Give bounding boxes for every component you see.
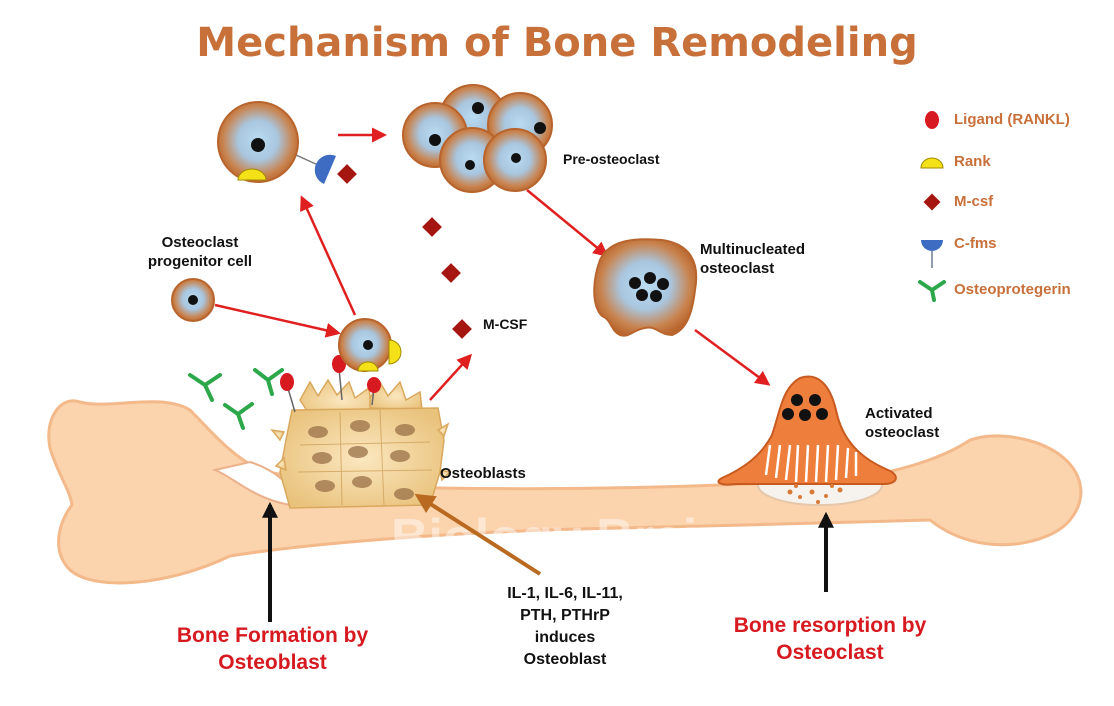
- legend-item-osteoprotegerin: Osteoprotegerin: [916, 278, 1114, 302]
- bone-formation-line1: Bone Formation by: [160, 622, 385, 649]
- mcsf-label: M-CSF: [483, 315, 527, 334]
- ligand-icon: [916, 108, 948, 132]
- osteoblast-cluster: [272, 380, 450, 508]
- cfms-icon: [916, 232, 948, 268]
- legend-label-mcsf: M-csf: [954, 193, 993, 210]
- multinucleated-label-line2: osteoclast: [700, 259, 805, 278]
- arrow-progenitor-to-cell: [215, 305, 338, 333]
- legend-label-cfms: C-fms: [954, 235, 997, 252]
- pre-osteoclast-label: Pre-osteoclast: [563, 150, 659, 169]
- rank-bearing-cell: [339, 319, 401, 371]
- legend-label-rank: Rank: [954, 153, 991, 170]
- bone-resorption-line2: Osteoclast: [705, 639, 955, 666]
- multinucleated-label: Multinucleated osteoclast: [700, 240, 805, 278]
- mcsf-icon: [916, 190, 948, 214]
- osteoblasts-label: Osteoblasts: [440, 464, 526, 483]
- top-osteoclast-precursor: [218, 102, 336, 184]
- bone-resorption-line1: Bone resorption by: [705, 612, 955, 639]
- pre-osteoclast-cluster: [403, 85, 552, 192]
- watermark: Biology Brain: [391, 509, 729, 567]
- multinucleated-osteoclast: [594, 239, 696, 335]
- legend-item-rank: Rank: [916, 150, 1114, 174]
- activated-label-line1: Activated: [865, 404, 939, 423]
- legend-label-osteoprotegerin: Osteoprotegerin: [954, 281, 1071, 298]
- arrow-cell-to-top-cell: [302, 198, 355, 315]
- legend-label-ligand: Ligand (RANKL): [954, 111, 1070, 128]
- progenitor-cell: [172, 279, 214, 321]
- osteoprotegerin-icon: [916, 278, 948, 302]
- rank-icon: [916, 150, 948, 174]
- legend-item-mcsf: M-csf: [916, 190, 1114, 214]
- interleukin-label: IL-1, IL-6, IL-11, PTH, PTHrP induces Os…: [490, 583, 640, 671]
- legend-item-ligand: Ligand (RANKL): [916, 108, 1114, 132]
- interleukin-line1: IL-1, IL-6, IL-11,: [490, 583, 640, 605]
- activated-label: Activated osteoclast: [865, 404, 939, 442]
- osteoprotegerin-molecules: [190, 370, 282, 428]
- interleukin-line2: PTH, PTHrP: [490, 605, 640, 627]
- activated-label-line2: osteoclast: [865, 423, 939, 442]
- arrow-multinucleated-to-activated: [695, 330, 768, 384]
- bone-formation-line2: Osteoblast: [160, 649, 385, 676]
- bone-formation-label: Bone Formation by Osteoblast: [160, 622, 385, 676]
- interleukin-line4: Osteoblast: [490, 649, 640, 671]
- progenitor-label-line1: Osteoclast: [125, 233, 275, 252]
- interleukin-line3: induces: [490, 627, 640, 649]
- progenitor-label: Osteoclast progenitor cell: [125, 233, 275, 271]
- multinucleated-label-line1: Multinucleated: [700, 240, 805, 259]
- mcsf-molecules: [337, 164, 472, 339]
- page-title: Mechanism of Bone Remodeling: [0, 20, 1114, 66]
- arrow-preosteoclast-to-multinucleated: [527, 190, 606, 255]
- bone-resorption-label: Bone resorption by Osteoclast: [705, 612, 955, 666]
- arrow-osteoblast-to-mcsf: [430, 356, 470, 400]
- legend-item-cfms: C-fms: [916, 232, 1114, 256]
- progenitor-label-line2: progenitor cell: [125, 252, 275, 271]
